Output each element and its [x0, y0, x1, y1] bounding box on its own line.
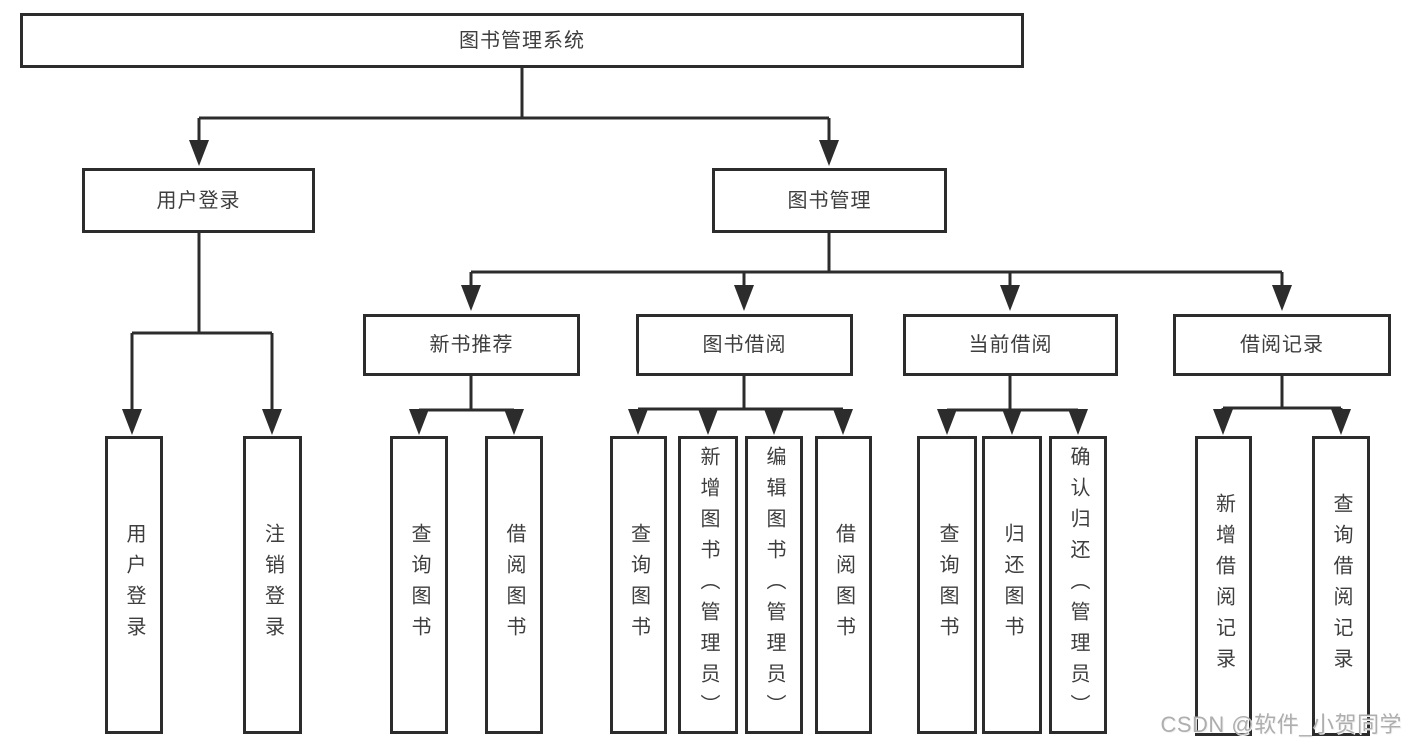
- leaf-logout-label: 注销登录: [261, 523, 284, 647]
- arrow-down-icon: [1000, 285, 1020, 311]
- node-current-borrow-box: 当前借阅: [903, 314, 1118, 376]
- leaf-borrow-query-book-label: 查询图书: [627, 523, 650, 647]
- leaf-current-query-book-box: 查询图书: [917, 436, 977, 734]
- leaf-current-confirm-return-admin-label: 确认归还（管理员）: [1067, 445, 1089, 725]
- arrow-down-icon: [1272, 285, 1292, 311]
- leaf-borrow-query-book-box: 查询图书: [610, 436, 667, 734]
- node-new-book-recommend-box: 新书推荐: [363, 314, 580, 376]
- leaf-recommend-borrow-book-box: 借阅图书: [485, 436, 543, 734]
- branch-user-login-box: 用户登录: [82, 168, 315, 233]
- branch-user-login-label: 用户登录: [156, 189, 241, 212]
- arrow-down-icon: [1002, 409, 1022, 435]
- arrow-down-icon: [698, 409, 718, 435]
- root-label: 图书管理系统: [459, 29, 585, 52]
- leaf-recommend-query-book-label: 查询图书: [408, 523, 430, 647]
- arrow-down-icon: [937, 409, 957, 435]
- arrowheads: [122, 140, 1351, 435]
- leaf-current-return-book-label: 归还图书: [1001, 523, 1023, 647]
- leaf-records-query-record-box: 查询借阅记录: [1312, 436, 1370, 736]
- arrow-down-icon: [461, 285, 481, 311]
- node-borrow-records-box: 借阅记录: [1173, 314, 1391, 376]
- arrow-down-icon: [409, 409, 429, 435]
- leaf-borrow-edit-book-admin-label: 编辑图书（管理员）: [763, 445, 785, 725]
- leaf-user-login-label: 用户登录: [123, 523, 145, 647]
- arrow-down-icon: [1331, 409, 1351, 435]
- leaf-user-login-box: 用户登录: [105, 436, 163, 734]
- root-box-library-management-system: 图书管理系统: [20, 13, 1024, 68]
- leaf-records-query-record-label: 查询借阅记录: [1330, 493, 1352, 679]
- arrow-down-icon: [734, 285, 754, 311]
- arrow-down-icon: [1068, 409, 1088, 435]
- leaf-current-return-book-box: 归还图书: [982, 436, 1042, 734]
- leaf-current-query-book-label: 查询图书: [936, 523, 958, 647]
- leaf-borrow-borrow-book-box: 借阅图书: [815, 436, 872, 734]
- connector-lines: [130, 68, 1343, 414]
- arrow-down-icon: [189, 140, 209, 166]
- branch-book-management-box: 图书管理: [712, 168, 947, 233]
- node-book-borrow-box: 图书借阅: [636, 314, 853, 376]
- leaf-borrow-edit-book-admin-box: 编辑图书（管理员）: [745, 436, 803, 734]
- branch-book-management-label: 图书管理: [787, 189, 872, 212]
- arrow-down-icon: [764, 409, 784, 435]
- node-borrow-records-label: 借阅记录: [1240, 334, 1324, 356]
- leaf-logout-box: 注销登录: [243, 436, 302, 734]
- leaf-recommend-query-book-box: 查询图书: [390, 436, 448, 734]
- arrow-down-icon: [122, 409, 142, 435]
- leaf-borrow-add-book-admin-box: 新增图书（管理员）: [678, 436, 738, 734]
- leaf-borrow-add-book-admin-label: 新增图书（管理员）: [697, 445, 719, 725]
- arrow-down-icon: [628, 409, 648, 435]
- node-current-borrow-label: 当前借阅: [968, 334, 1053, 356]
- arrow-down-icon: [819, 140, 839, 166]
- watermark: CSDN @软件_小贺同学: [1160, 712, 1402, 737]
- leaf-borrow-borrow-book-label: 借阅图书: [832, 523, 855, 647]
- arrow-down-icon: [262, 409, 282, 435]
- leaf-records-add-record-label: 新增借阅记录: [1212, 493, 1235, 679]
- arrow-down-icon: [1213, 409, 1233, 435]
- arrow-down-icon: [833, 409, 853, 435]
- leaf-current-confirm-return-admin-box: 确认归还（管理员）: [1049, 436, 1107, 734]
- node-new-book-recommend-label: 新书推荐: [429, 334, 514, 356]
- node-book-borrow-label: 图书借阅: [702, 334, 787, 356]
- leaf-records-add-record-box: 新增借阅记录: [1195, 436, 1252, 736]
- arrow-down-icon: [504, 409, 524, 435]
- leaf-recommend-borrow-book-label: 借阅图书: [503, 523, 525, 647]
